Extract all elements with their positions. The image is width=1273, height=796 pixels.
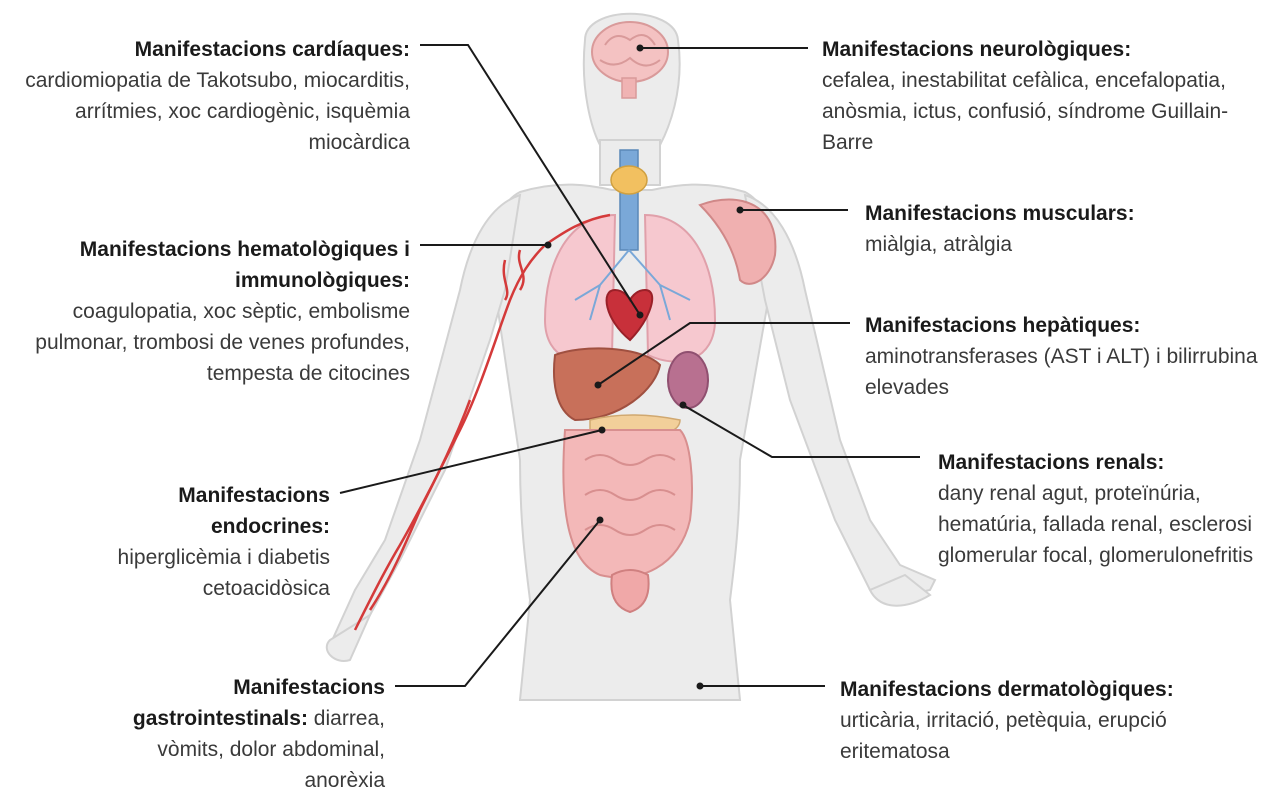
label-endocrine-body: hiperglicèmia i diabetis cetoacidòsica bbox=[118, 546, 330, 600]
label-hepatic-body: aminotransferases (AST i ALT) i bilirrub… bbox=[865, 341, 1265, 403]
label-hemato-title: Manifestacions hematològiques i immunolò… bbox=[0, 234, 410, 296]
label-hepatic-title: Manifestacions hepàtiques: bbox=[865, 310, 1265, 341]
kidney bbox=[668, 352, 708, 408]
intestines bbox=[563, 430, 692, 578]
label-renal-title: Manifestacions renals: bbox=[938, 447, 1268, 478]
label-hemato-body: coagulopatia, xoc sèptic, embolisme pulm… bbox=[0, 296, 410, 389]
label-dermato-body: urticària, irritació, petèquia, erupció … bbox=[840, 705, 1260, 767]
label-neuro: Manifestacions neurològiques: cefalea, i… bbox=[822, 34, 1242, 158]
label-cardiac-title: Manifestacions cardíaques: bbox=[0, 34, 410, 65]
label-neuro-body: cefalea, inestabilitat cefàlica, encefal… bbox=[822, 65, 1242, 158]
label-cardiac-body: cardiomiopatia de Takotsubo, miocarditis… bbox=[0, 65, 410, 158]
label-gastro: Manifestacions gastrointestinals: diarre… bbox=[90, 672, 385, 796]
label-renal: Manifestacions renals: dany renal agut, … bbox=[938, 447, 1268, 571]
label-endocrine-title: Manifestacions endocrines: bbox=[178, 484, 330, 538]
label-muscular-title: Manifestacions musculars: bbox=[865, 198, 1265, 229]
label-neuro-title: Manifestacions neurològiques: bbox=[822, 34, 1242, 65]
label-dermato: Manifestacions dermatològiques: urticàri… bbox=[840, 674, 1260, 767]
label-dermato-title: Manifestacions dermatològiques: bbox=[840, 674, 1260, 705]
label-cardiac: Manifestacions cardíaques: cardiomiopati… bbox=[0, 34, 410, 158]
label-endocrine: Manifestacions endocrines: hiperglicèmia… bbox=[90, 480, 330, 604]
label-muscular: Manifestacions musculars: miàlgia, atràl… bbox=[865, 198, 1265, 260]
label-renal-body: dany renal agut, proteïnúria, hematúria,… bbox=[938, 478, 1268, 571]
label-hemato: Manifestacions hematològiques i immunolò… bbox=[0, 234, 410, 389]
label-muscular-body: miàlgia, atràlgia bbox=[865, 229, 1265, 260]
label-hepatic: Manifestacions hepàtiques: aminotransfer… bbox=[865, 310, 1265, 403]
